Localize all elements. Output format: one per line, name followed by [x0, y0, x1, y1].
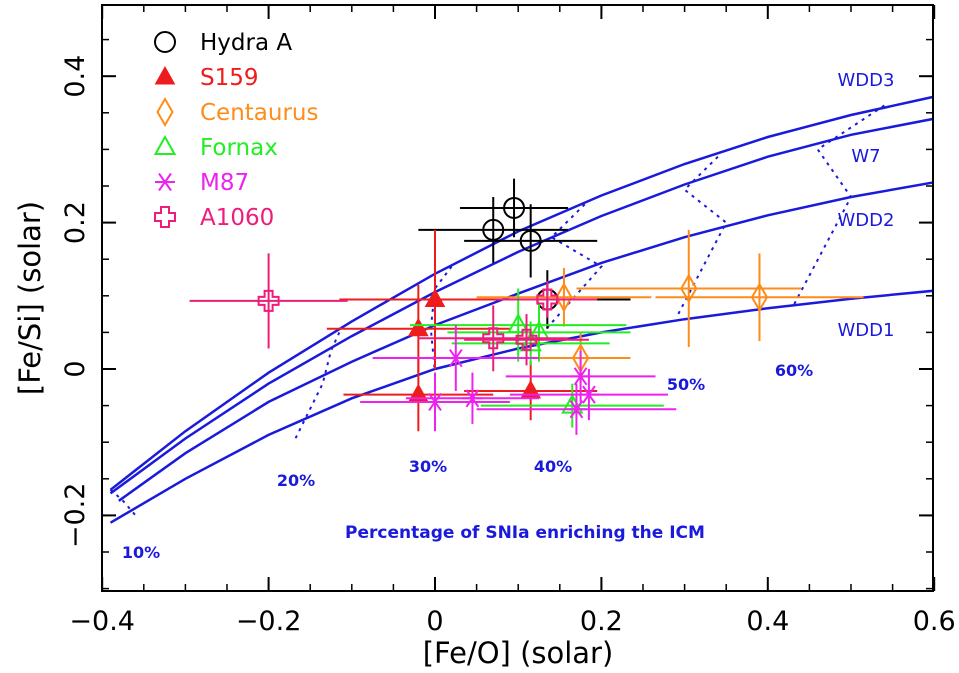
axes: −0.4 −0.2 0 0.2 0.4 0.6 −0.2 0 0.2 0.4 [60, 5, 956, 637]
percent-line [429, 265, 453, 373]
percent-lines [109, 104, 885, 517]
x-axis-title: [Fe/O] (solar) [423, 636, 614, 670]
marker-asterisk [570, 367, 591, 386]
data-point [505, 350, 656, 402]
legend-label: Fornax [200, 135, 278, 161]
x-tick-label: 0.2 [580, 606, 623, 637]
percent-label: 30% [409, 457, 447, 476]
marker-asterisk [578, 385, 599, 404]
percent-label: 10% [122, 543, 160, 562]
model-curve-wdd3 [109, 95, 933, 491]
percent-line [542, 203, 603, 334]
percent-line [675, 155, 728, 319]
x-tick-label: −0.2 [236, 606, 302, 637]
marker-circle [519, 229, 542, 252]
x-tick-label: 0.4 [746, 606, 789, 637]
y-tick-label: 0.4 [60, 55, 91, 98]
model-label-wdd3: WDD3 [838, 70, 895, 91]
legend-item: Centaurus [156, 96, 319, 128]
legend-label: S159 [200, 65, 259, 91]
data-point [372, 325, 539, 391]
model-label-wdd2: WDD2 [838, 210, 895, 231]
marker-diamond [555, 282, 573, 313]
data-point [189, 253, 348, 349]
series-m87 [360, 325, 677, 435]
data-point [360, 372, 510, 432]
legend-item: S159 [154, 65, 259, 91]
x-tick-label: −0.4 [69, 606, 135, 637]
marker-circle [154, 31, 176, 53]
legend-item: A1060 [154, 205, 274, 231]
marker-asterisk [445, 348, 466, 368]
model-label-wdd1: WDD1 [838, 320, 895, 341]
marker-circle [503, 196, 526, 219]
data-point [418, 196, 569, 263]
legend-label: Centaurus [200, 100, 319, 126]
marker-diamond [750, 282, 769, 313]
chart-labels: [Fe/O] (solar) [Fe/Si] (solar) Percentag… [13, 70, 894, 670]
marker-asterisk [462, 389, 483, 408]
marker-asterisk [566, 400, 587, 419]
data-point [476, 267, 652, 327]
marker-triangle-open [153, 134, 177, 155]
marker-asterisk [155, 172, 175, 192]
marker-cross [536, 288, 559, 311]
marker-cross [482, 327, 505, 350]
annotation-text: Percentage of SNIa enriching the ICM [345, 523, 705, 543]
data-point [418, 305, 569, 372]
percent-label: 40% [534, 457, 572, 476]
series-hydra-a [418, 178, 631, 329]
model-curve-w7 [109, 117, 933, 495]
data-point [476, 383, 677, 435]
legend-label: A1060 [200, 205, 274, 231]
marker-cross [257, 289, 280, 312]
percent-line [292, 331, 341, 443]
data-point [509, 369, 668, 421]
data-point [459, 178, 569, 238]
marker-triangle-filled [408, 317, 429, 337]
legend-label: M87 [200, 170, 249, 196]
model-label-w7: W7 [851, 146, 880, 167]
marker-triangle-filled [154, 65, 176, 85]
marker-triangle-filled [424, 288, 446, 307]
data-points [189, 178, 864, 435]
data-point [576, 229, 802, 348]
percent-label: 20% [277, 471, 315, 490]
marker-diamond [680, 273, 698, 304]
series-a1060 [189, 253, 598, 372]
percent-line [109, 489, 137, 517]
marker-cross [154, 206, 176, 228]
marker-cross [515, 328, 538, 351]
x-tick-label: 0.6 [913, 606, 956, 637]
data-point [497, 281, 598, 318]
y-tick-label: 0.2 [60, 201, 91, 244]
legend-item: Hydra A [154, 30, 292, 56]
percent-label: 50% [667, 375, 705, 394]
y-tick-label: 0 [60, 360, 91, 377]
data-point [464, 314, 589, 366]
data-point [464, 204, 598, 278]
data-point [405, 372, 539, 424]
marker-diamond [156, 96, 174, 128]
x-tick-label: 0 [426, 606, 443, 637]
data-point [655, 253, 864, 342]
y-tick-label: −0.2 [60, 483, 91, 549]
percent-label: 60% [775, 361, 813, 380]
legend-item: Fornax [153, 134, 278, 161]
legend-label: Hydra A [200, 30, 292, 56]
data-point [447, 303, 631, 362]
legend-item: M87 [155, 170, 249, 196]
y-axis-title: [Fe/Si] (solar) [13, 201, 47, 395]
marker-asterisk [425, 392, 445, 412]
